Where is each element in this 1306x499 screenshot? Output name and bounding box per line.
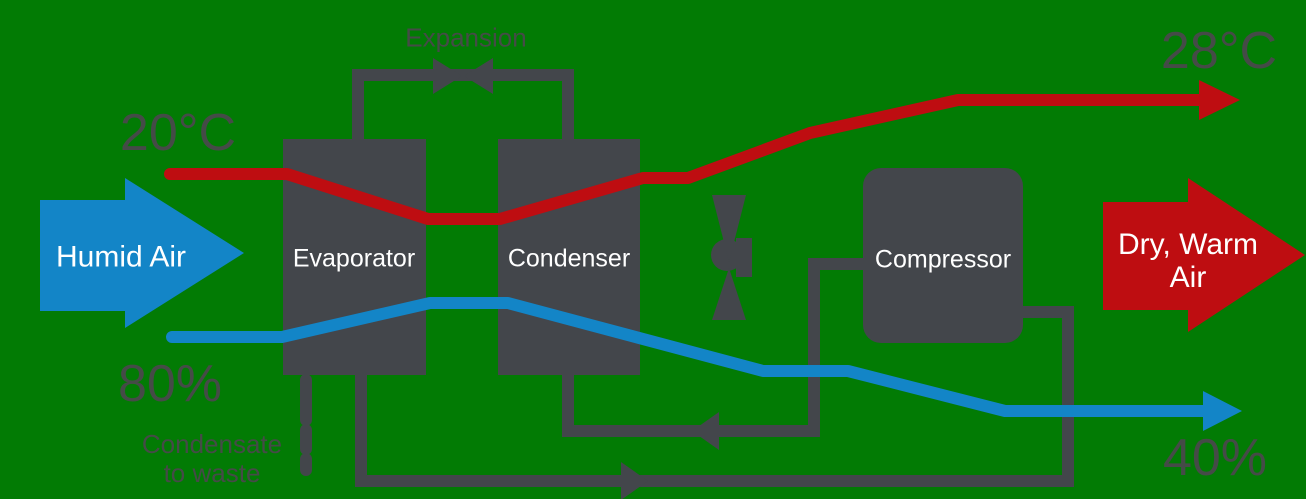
outlet-temperature-label: 28°C	[1160, 22, 1278, 80]
pipe-expansion-loop	[352, 69, 574, 145]
outlet-humidity-label: 40%	[1162, 429, 1268, 487]
humidity-line	[166, 297, 1211, 417]
temperature-line-arrowhead-icon	[1199, 80, 1240, 120]
humid-air-label: Humid Air	[55, 240, 187, 274]
temperature-line	[164, 94, 1208, 225]
dry-warm-air-label-line2: Air	[1169, 261, 1207, 294]
evaporator-label: Evaporator	[292, 244, 416, 273]
condenser-label: Condenser	[507, 244, 631, 273]
inlet-temperature-label: 20°C	[119, 104, 237, 162]
compressor-box	[863, 168, 1023, 343]
fan-top-blade-icon	[712, 195, 746, 262]
humid-air-arrow	[40, 178, 244, 328]
fan-hub-icon	[711, 239, 743, 271]
expansion-valve-left-triangle-icon	[433, 58, 462, 94]
dry-warm-air-label: Dry, Warm Air	[1118, 228, 1258, 294]
condensate-label-line1: Condensate	[141, 429, 283, 459]
dry-warm-air-label-line1: Dry, Warm	[1118, 228, 1258, 261]
inlet-humidity-label: 80%	[117, 355, 223, 413]
condensate-label: Condensate to waste	[142, 430, 282, 488]
flow-arrow-left-icon	[692, 412, 719, 450]
condensate-label-line2: to waste	[163, 458, 261, 488]
expansion-valve-label: Expansion	[405, 22, 527, 53]
pipe-compressor-to-condenser	[562, 258, 865, 437]
dry-warm-air-arrow	[1103, 178, 1305, 332]
fan-bottom-blade-icon	[712, 268, 746, 320]
flow-arrow-right-icon	[621, 462, 648, 499]
expansion-valve-right-triangle-icon	[464, 58, 493, 94]
fan-motor-icon	[736, 238, 752, 277]
pipe-evaporator-to-compressor	[355, 306, 1074, 487]
compressor-label: Compressor	[874, 245, 1012, 274]
humidity-line-arrowhead-icon	[1203, 391, 1242, 431]
